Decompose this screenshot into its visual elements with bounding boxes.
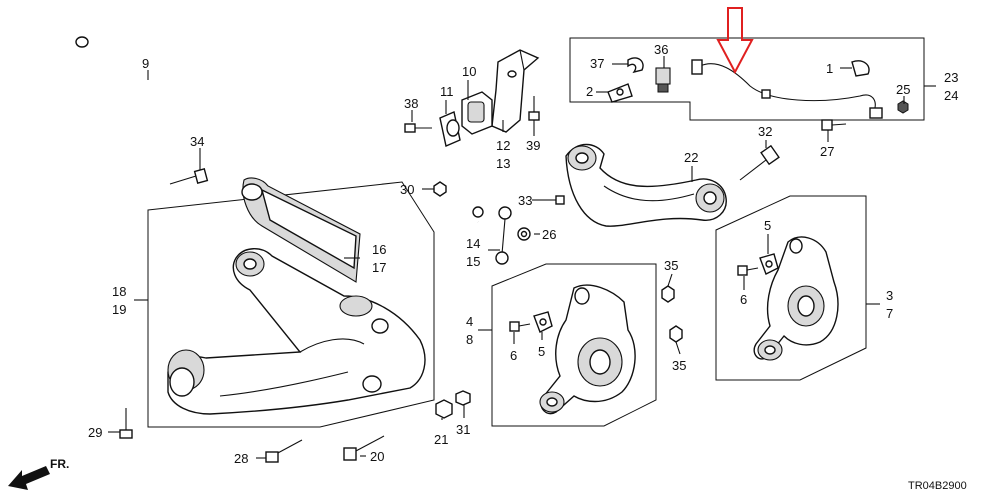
knuckle-left: [539, 284, 636, 415]
callout-21: 21: [434, 432, 448, 447]
bolt-29: [119, 408, 133, 439]
nut-35-b: [669, 325, 683, 343]
callout-31: 31: [456, 422, 470, 437]
callout-9: 9: [142, 56, 149, 71]
callout-36: 36: [654, 42, 668, 57]
callout-22: 22: [684, 150, 698, 165]
callout-35-upper: 35: [664, 258, 678, 273]
callout-20: 20: [370, 449, 384, 464]
stabilizer-bar: [75, 36, 479, 223]
callout-29: 29: [88, 425, 102, 440]
callout-25: 25: [896, 82, 910, 97]
sensor-clip-37: [627, 57, 644, 74]
nut-35-a: [661, 285, 675, 303]
callout-12: 12: [496, 138, 510, 153]
callout-8: 8: [466, 332, 473, 347]
callout-4: 4: [466, 314, 473, 329]
callout-6-left: 6: [510, 348, 517, 363]
bush-31: [455, 390, 471, 406]
callout-32: 32: [758, 124, 772, 139]
front-direction-arrow: [8, 466, 50, 490]
callout-14: 14: [466, 236, 480, 251]
bracket-5-left: [533, 311, 553, 333]
bolt-6-right: [737, 265, 759, 276]
bolt-32: [739, 144, 780, 181]
callout-15: 15: [466, 254, 480, 269]
callout-18: 18: [112, 284, 126, 299]
callout-3: 3: [886, 288, 893, 303]
bolt-6-left: [509, 321, 531, 332]
callout-1: 1: [826, 61, 833, 76]
callout-37: 37: [590, 56, 604, 71]
callout-labels: 9 10 11 12 13 38 39 34 30 33 26 14 15 16…: [50, 42, 967, 492]
callout-38: 38: [404, 96, 418, 111]
bolt-27: [821, 119, 847, 131]
nut-26: [517, 227, 531, 241]
bush-21: [435, 399, 453, 419]
callout-34: 34: [190, 134, 204, 149]
bolt-38: [404, 123, 432, 133]
callout-11: 11: [440, 84, 454, 99]
callout-39: 39: [526, 138, 540, 153]
nut-25: [897, 100, 909, 114]
callout-30: 30: [400, 182, 414, 197]
stabilizer-link: [472, 206, 512, 265]
stabilizer-bracket: [439, 49, 540, 147]
nut-30: [433, 181, 447, 197]
callout-35-lower: 35: [672, 358, 686, 373]
callout-2: 2: [586, 84, 593, 99]
bracket-5-right: [759, 253, 779, 275]
lower-control-arm: [167, 248, 426, 415]
callout-7: 7: [886, 306, 893, 321]
front-direction-label: FR.: [50, 457, 69, 471]
knuckle-frame-left: [491, 263, 657, 427]
callout-13: 13: [496, 156, 510, 171]
callout-10: 10: [462, 64, 476, 79]
callout-26: 26: [542, 227, 556, 242]
sensor-clip-1: [851, 60, 870, 77]
callout-17: 17: [372, 260, 386, 275]
callout-19: 19: [112, 302, 126, 317]
rear-lower-arm: [241, 177, 361, 283]
callout-5-left: 5: [538, 344, 545, 359]
callout-23: 23: [944, 70, 958, 85]
bolt-33: [546, 195, 565, 205]
knuckle-frame-right: [715, 195, 867, 381]
bolt-34: [169, 168, 209, 185]
bolt-20: [343, 435, 385, 461]
highlight-arrow: [716, 7, 754, 75]
sensor-clip-36: [655, 67, 671, 93]
callout-6-right: 6: [740, 292, 747, 307]
sensor-bracket-2: [607, 83, 633, 103]
leader-lines: [108, 56, 936, 459]
lower-arm-frame: [147, 181, 435, 428]
upper-arm: [565, 143, 727, 227]
wheel-speed-sensor: [691, 59, 883, 119]
drawing-code: TR04B2900: [908, 480, 967, 492]
callout-16: 16: [372, 242, 386, 257]
callout-5-right: 5: [764, 218, 771, 233]
callout-33: 33: [518, 193, 532, 208]
knuckle-right: [753, 236, 839, 361]
callout-27: 27: [820, 144, 834, 159]
bolt-28: [265, 439, 303, 463]
callout-28: 28: [234, 451, 248, 466]
callout-24: 24: [944, 88, 958, 103]
sensor-frame: [569, 37, 925, 121]
bolt-39: [528, 96, 540, 121]
